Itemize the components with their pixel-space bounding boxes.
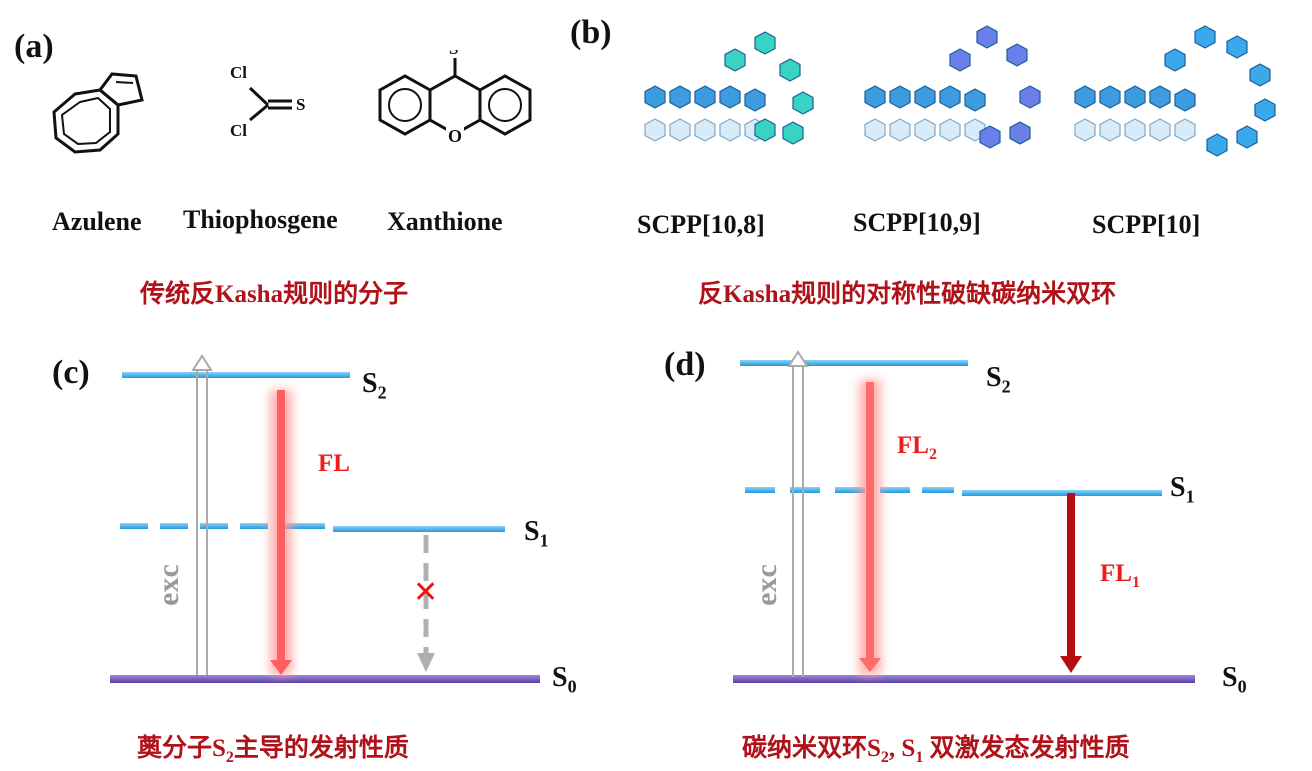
thiophosgene-cl1: Cl [230,63,247,82]
level-label-s0-d: S0 [1222,662,1247,697]
scpp-10-structure [1074,25,1276,157]
level-s2-c [122,372,350,378]
exc-label-c: exc [151,564,185,606]
fl1-label-d: FL1 [1100,560,1140,591]
level-label-s0-c: S0 [552,662,577,697]
caption-b: 反Kasha规则的对称性破缺碳纳米双环 [698,281,1117,308]
level-label-s1-d: S1 [1170,472,1195,507]
level-label-s1-c: S1 [524,516,549,551]
energy-diagram-c [110,354,540,683]
azulene-structure [52,72,144,154]
xanthione-s: S [449,50,458,58]
level-s0-d [733,675,1195,683]
caption-c: 薁分子S2主导的发射性质 [137,735,409,766]
panel-c-label: (c) [52,354,90,391]
thiophosgene-s: S [296,95,305,114]
fl1-arrow-d [1060,493,1082,673]
scpp-10-8-structure [644,31,814,145]
structure-name-scpp-10: SCPP[10] [1092,210,1201,239]
level-s2-d [740,360,968,366]
xanthione-structure [378,58,532,136]
level-s1-d [745,487,1162,496]
panel-d-label: (d) [664,346,706,383]
exc-arrow-d [787,350,809,677]
level-s1-c [120,523,505,532]
fl-label-c: FL [318,450,350,477]
fl-arrow-c [270,390,292,675]
molecule-structures-a: Cl Cl S S O [52,50,532,154]
level-s0-c [110,675,540,683]
molecule-name-azulene: Azulene [52,207,142,236]
thiophosgene-structure [248,86,292,122]
structure-name-scpp-10-8: SCPP[10,8] [637,210,765,239]
scpp-structures [644,25,1276,157]
scpp-10-9-structure [864,25,1041,149]
thiophosgene-cl2: Cl [230,121,247,140]
energy-diagram-d [733,350,1195,683]
fl2-label-d: FL2 [897,432,937,463]
caption-a: 传统反Kasha规则的分子 [140,281,409,308]
exc-label-d: exc [749,564,783,606]
level-label-s2-c: S2 [362,368,387,403]
blocked-cross-icon: ✕ [413,575,439,610]
molecule-name-xanthione: Xanthione [387,207,503,236]
panel-b-label: (b) [570,14,612,51]
blocked-arrow-c [417,535,435,672]
xanthione-o: O [448,126,462,146]
exc-arrow-c [191,354,213,675]
panel-a-label: (a) [14,28,54,65]
fl2-arrow-d [859,380,881,675]
level-label-s2-d: S2 [986,362,1011,397]
molecule-name-thiophosgene: Thiophosgene [183,205,338,234]
caption-d: 碳纳米双环S2, S1 双激发态发射性质 [742,735,1130,766]
structure-name-scpp-10-9: SCPP[10,9] [853,208,981,237]
